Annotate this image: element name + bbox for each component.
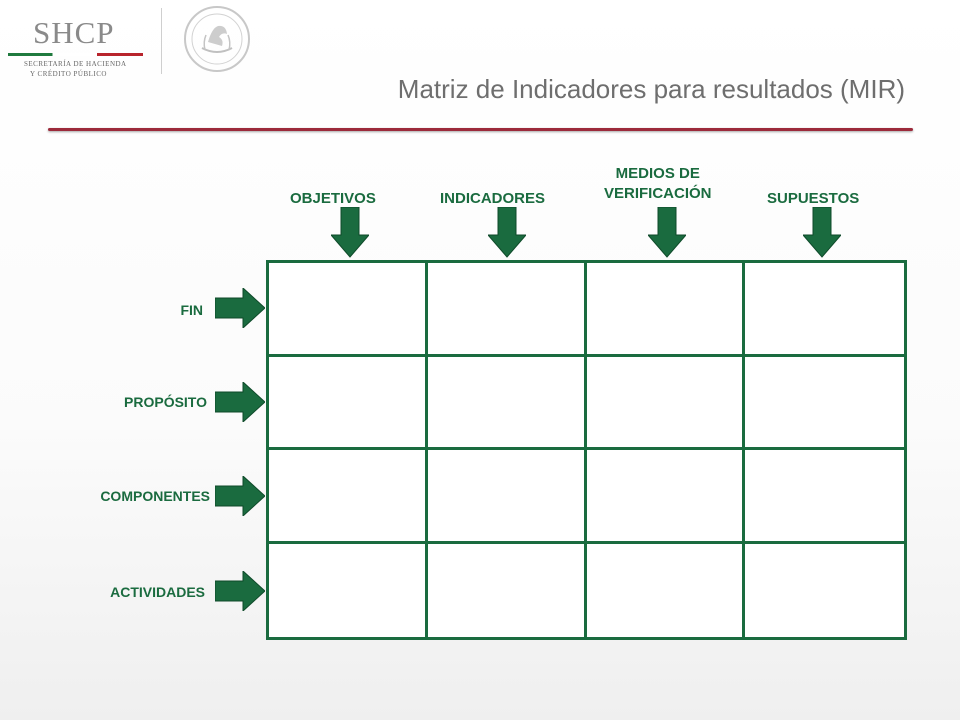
matrix-cell-componentes-medios (586, 450, 746, 544)
matrix-cell-fin-medios (586, 263, 746, 357)
right-arrow-icon (215, 382, 265, 422)
matrix-cell-proposito-indicadores (427, 356, 587, 450)
column-header-medios-line1: MEDIOS DE (615, 165, 700, 182)
mir-matrix (266, 260, 907, 640)
matrix-cell-actividades-indicadores (428, 543, 587, 637)
column-header-medios-de-verificacion: MEDIOS DE VERIFICACIÓN (604, 164, 712, 205)
logo-wordmark: SHCP (33, 15, 115, 50)
column-header-indicadores: INDICADORES (440, 190, 546, 207)
matrix-cell-proposito-medios (586, 356, 746, 450)
matrix-cell-proposito-supuestos (745, 357, 904, 450)
matrix-cell-componentes-supuestos (745, 450, 904, 544)
down-arrow-icon (488, 207, 526, 258)
row-label-actividades: ACTIVIDADES (110, 584, 205, 600)
row-label-componentes: COMPONENTES (100, 488, 210, 504)
down-arrow-icon (803, 207, 841, 258)
coat-of-arms-seal-icon (184, 6, 250, 72)
matrix-cell-fin-supuestos (745, 263, 904, 357)
matrix-cell-fin-objetivos (269, 263, 428, 357)
down-arrow-icon (331, 207, 369, 258)
logo-subtitle-line1: SECRETARÍA DE HACIENDA (24, 60, 127, 68)
shcp-logo: SHCP SECRETARÍA DE HACIENDA Y CRÉDITO PÚ… (8, 10, 158, 80)
right-arrow-icon (215, 571, 265, 611)
matrix-cell-componentes-indicadores (427, 450, 587, 544)
matrix-cell-componentes-objetivos (269, 450, 428, 544)
page-title: Matriz de Indicadores para resultados (M… (397, 74, 905, 104)
column-header-medios-line2: VERIFICACIÓN (604, 185, 712, 203)
matrix-cell-actividades-supuestos (745, 544, 904, 638)
column-header-objetivos: OBJETIVOS (290, 190, 376, 207)
title-underline (48, 128, 913, 131)
right-arrow-icon (215, 476, 265, 516)
logo-divider (161, 8, 162, 74)
down-arrow-icon (648, 207, 686, 258)
logo-subtitle-line2: Y CRÉDITO PÚBLICO (30, 70, 107, 78)
row-label-fin: FIN (180, 302, 203, 318)
right-arrow-icon (215, 288, 265, 328)
matrix-cell-actividades-medios (587, 543, 746, 637)
matrix-cell-actividades-objetivos (269, 543, 428, 637)
column-header-supuestos: SUPUESTOS (767, 190, 860, 207)
matrix-cell-proposito-objetivos (269, 356, 428, 450)
logo-flag-rule (8, 53, 143, 56)
row-label-proposito: PROPÓSITO (124, 394, 207, 410)
matrix-cell-fin-indicadores (427, 263, 587, 357)
